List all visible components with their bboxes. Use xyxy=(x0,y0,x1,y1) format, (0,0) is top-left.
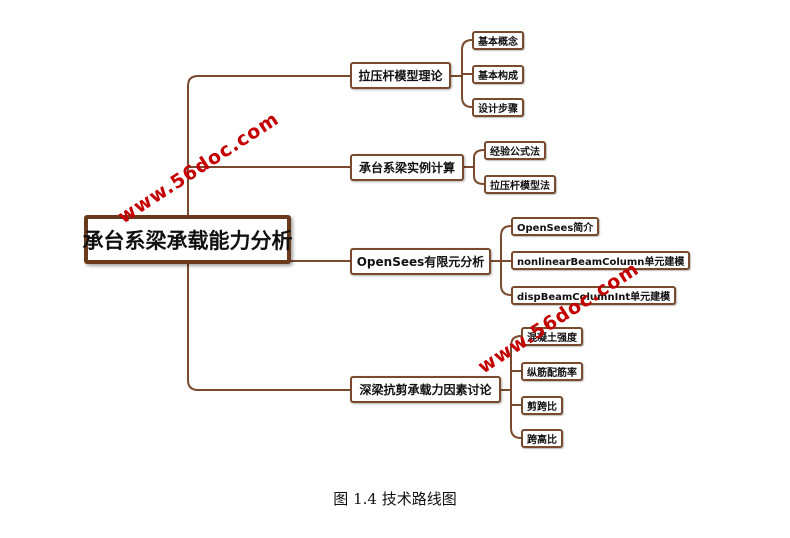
leaf-node-1-2: 基本构成 xyxy=(472,65,524,84)
leaf-node-4-4: 跨高比 xyxy=(521,429,563,448)
leaf-node-3-3: dispBeamColumnInt单元建模 xyxy=(511,286,677,305)
branch-node-2: 承台系梁实例计算 xyxy=(350,154,464,181)
b4-bracket xyxy=(510,335,522,439)
figure-caption: 图 1.4 技术路线图 xyxy=(333,490,457,508)
leaf-node-1-3: 设计步骤 xyxy=(472,98,524,117)
branch-node-3: OpenSees有限元分析 xyxy=(350,248,491,275)
root-node: 承台系梁承载能力分析 xyxy=(83,215,293,264)
leaf-node-4-3: 剪跨比 xyxy=(521,396,563,415)
leaf-node-2-2: 拉压杆模型法 xyxy=(484,175,556,194)
root-trunk xyxy=(187,75,350,215)
branch-node-4: 深梁抗剪承载力因素讨论 xyxy=(350,376,501,403)
branch-node-1: 拉压杆模型理论 xyxy=(350,62,451,89)
b2-bracket xyxy=(473,149,485,185)
root-trunk-lower xyxy=(187,264,350,391)
leaf-node-3-1: OpenSees简介 xyxy=(511,217,600,236)
leaf-node-1-1: 基本概念 xyxy=(472,31,524,50)
leaf-node-3-2: nonlinearBeamColumn单元建模 xyxy=(511,251,691,270)
leaf-node-2-1: 经验公式法 xyxy=(484,141,546,160)
leaf-node-4-1: 混凝土强度 xyxy=(521,327,583,346)
leaf-node-4-2: 纵筋配筋率 xyxy=(521,362,583,381)
